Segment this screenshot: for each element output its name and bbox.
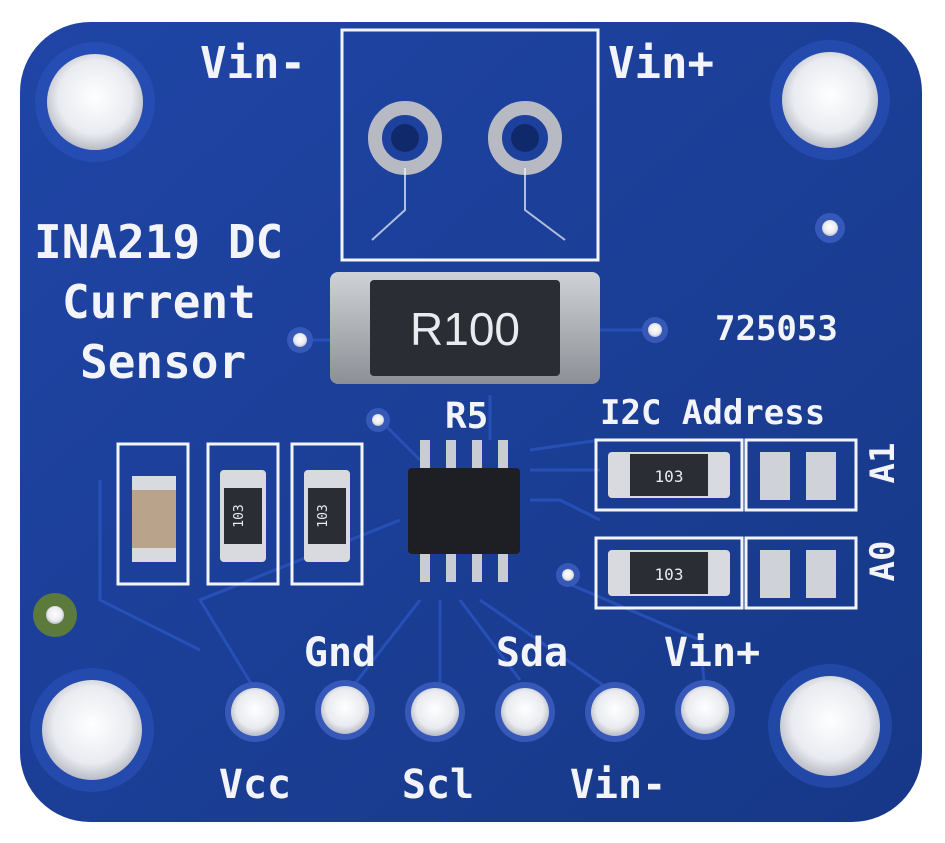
ceramic-capacitor [132, 476, 176, 562]
resistor-marking: 103 [232, 504, 247, 527]
pin-label-vin-plus: Vin+ [664, 630, 760, 676]
board-title-line1: INA219 DC [34, 215, 283, 269]
terminal-block-outline [340, 28, 600, 262]
terminal-label-vin-plus: Vin+ [608, 38, 714, 89]
pin-label-sda: Sda [496, 630, 568, 676]
pcb-board [20, 22, 922, 822]
board-title-line3: Sensor [80, 335, 246, 389]
copper-traces [98, 328, 707, 692]
address-resistor-outline [594, 438, 744, 512]
mounting-hole-bottom-left [30, 668, 154, 792]
mounting-hole-top-left [35, 42, 155, 162]
via [287, 327, 313, 353]
shunt-reference: R5 [445, 396, 488, 437]
mounting-hole-top-right [770, 40, 890, 160]
address-resistor [608, 452, 730, 498]
solder-jumper-a1 [760, 452, 836, 500]
board-title-line2: Current [62, 275, 256, 329]
pin-label-vcc: Vcc [219, 762, 291, 808]
pin-label-gnd: Gnd [304, 630, 376, 676]
header-pin-vin-plus [675, 680, 735, 740]
terminal-label-vin-minus: Vin- [200, 38, 306, 89]
shunt-marking: R100 [410, 303, 520, 355]
address-resistor [608, 550, 730, 596]
header-pin-vin-minus [585, 682, 645, 742]
resistor-marking: 103 [316, 504, 331, 527]
shunt-resistor [330, 272, 600, 384]
pin-label-vin-minus: Vin- [570, 762, 666, 808]
part-number: 725053 [715, 309, 838, 349]
address-resistor-outline [594, 536, 744, 610]
resistor-outline [290, 442, 364, 586]
via [815, 213, 845, 243]
via [366, 408, 390, 432]
jumper-a0-outline [744, 536, 858, 610]
jumper-a1-outline [744, 438, 858, 512]
resistor-outline [206, 442, 280, 586]
header-pin-gnd [315, 680, 375, 740]
header-pin-vcc [225, 682, 285, 742]
via [33, 593, 77, 637]
address-resistor-marking: 103 [655, 565, 684, 584]
via [642, 317, 668, 343]
header-pin-sda [495, 682, 555, 742]
jumper-a1-label: A1 [863, 443, 903, 484]
i2c-address-label: I2C Address [600, 393, 825, 433]
smd-resistor [220, 470, 266, 562]
jumper-a0-label: A0 [863, 541, 903, 582]
mounting-hole-bottom-right [768, 664, 892, 788]
capacitor-outline [116, 442, 190, 586]
solder-jumper-a0 [760, 550, 836, 598]
header-pin-scl [405, 682, 465, 742]
ic-chip [408, 440, 520, 582]
via [556, 563, 580, 587]
pin-label-scl: Scl [402, 762, 474, 808]
smd-resistor [304, 470, 350, 562]
address-resistor-marking: 103 [655, 467, 684, 486]
